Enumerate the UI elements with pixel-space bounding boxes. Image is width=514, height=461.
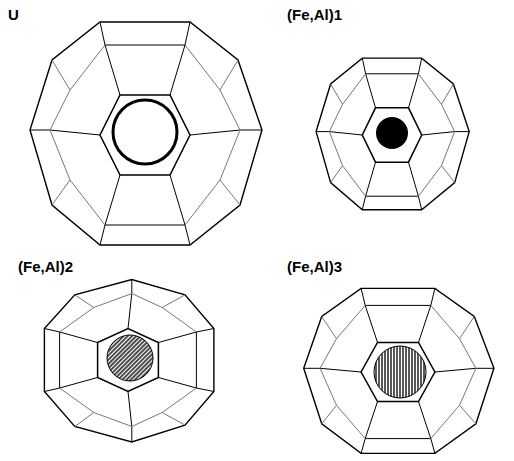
site-label: (Fe,Al)2	[18, 258, 73, 275]
site-label: (Fe,Al)1	[287, 6, 342, 23]
site-label: U	[8, 6, 19, 23]
site-label: (Fe,Al)3	[287, 258, 342, 275]
